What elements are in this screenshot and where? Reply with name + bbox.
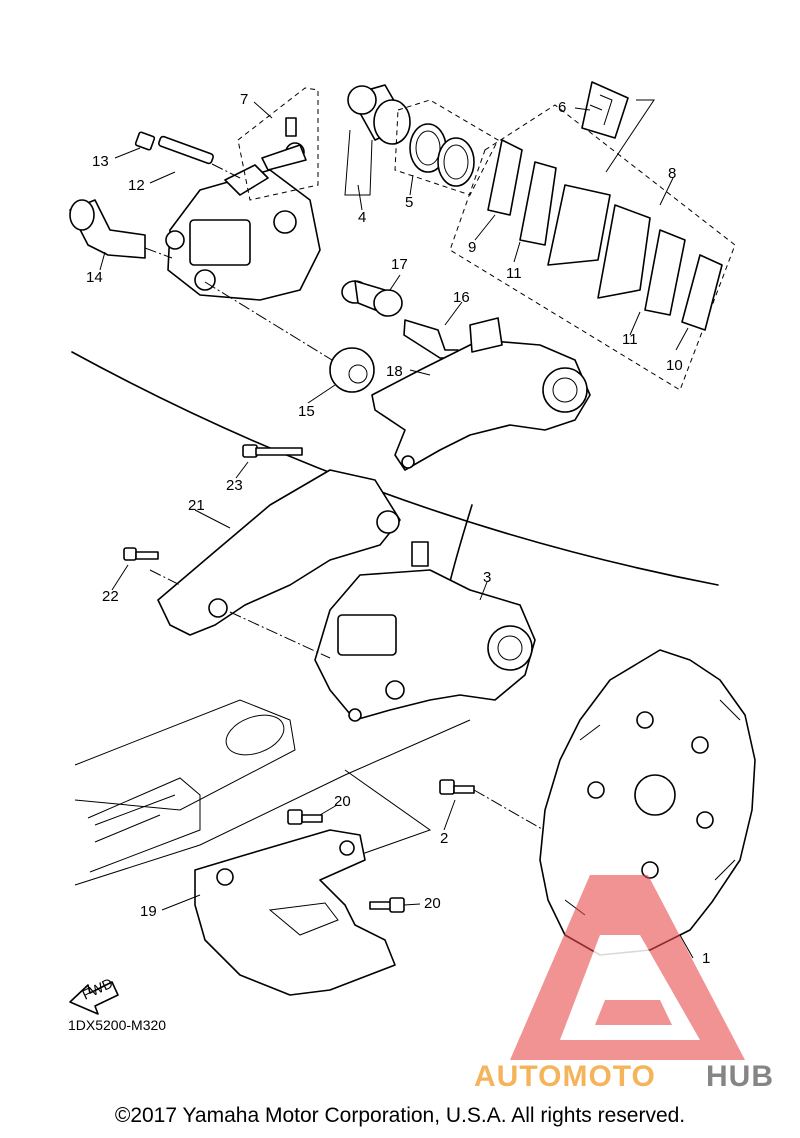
callout-15: 15: [298, 403, 315, 420]
callout-3: 3: [483, 569, 491, 586]
callout-5: 5: [405, 194, 413, 211]
bolt-20a: [287, 809, 323, 825]
bolt-23: [242, 444, 303, 458]
callout-13: 13: [92, 153, 109, 170]
group-bracket-leader: [447, 504, 473, 591]
callout-18: 18: [386, 363, 403, 380]
callout-1: 1: [702, 950, 710, 967]
bolt-20b: [369, 897, 405, 913]
caliper-exploded-group: [69, 81, 736, 591]
caliper-pin: [158, 135, 214, 165]
bolt-2: [439, 779, 475, 795]
callout-11a: 11: [506, 265, 522, 282]
fwd-arrow-icon: FWD: [69, 975, 119, 1015]
caliper-body-top: [165, 164, 321, 301]
seal-dashed-box: [394, 99, 499, 196]
piston-seals: [409, 123, 475, 187]
bleeder-dashed-box: [237, 87, 319, 201]
callout-8: 8: [668, 165, 676, 182]
callout-23: 23: [226, 477, 243, 494]
callout-6: 6: [558, 99, 566, 116]
callout-19: 19: [140, 903, 157, 920]
callout-20a: 20: [334, 793, 351, 810]
callout-11b: 11: [622, 331, 638, 348]
pad-shim-9: [487, 139, 523, 216]
copyright-notice: ©2017 Yamaha Motor Corporation, U.S.A. A…: [114, 1104, 686, 1127]
callout-22: 22: [102, 588, 119, 605]
pad-shim-10: [681, 254, 723, 331]
callout-9: 9: [468, 239, 476, 256]
callout-17: 17: [391, 256, 408, 273]
callout-labels: 1 2 3 4 5 6 7 8 9 10 11 11 12 13 14 15 1…: [86, 91, 710, 967]
slide-pin: [69, 199, 146, 259]
automotohub-logo: AUTOMOTO HUB: [474, 875, 774, 1093]
piston: [347, 84, 411, 145]
callout-20b: 20: [424, 895, 441, 912]
caliper-guard-bracket: [157, 469, 401, 636]
brake-pad-11b: [644, 229, 686, 316]
callout-12: 12: [128, 177, 145, 194]
callout-2: 2: [440, 830, 448, 847]
callout-14: 14: [86, 269, 103, 286]
brake-pad-11a: [519, 161, 557, 246]
group-bracket-line: [71, 351, 719, 586]
plug-screw: [134, 131, 156, 151]
logo-text-automoto: AUTOMOTO: [474, 1060, 656, 1093]
part-code: 1DX5200-M320: [68, 1017, 166, 1033]
callout-21: 21: [188, 497, 205, 514]
swingarm: [74, 699, 471, 886]
bushing: [341, 280, 403, 317]
callout-4: 4: [358, 209, 366, 226]
logo-text-hub: HUB: [706, 1060, 774, 1093]
pad-spring: [581, 81, 629, 139]
bleeder-screw: [261, 117, 307, 171]
callout-7: 7: [240, 91, 248, 108]
pad-backing-a: [547, 184, 611, 266]
boot: [329, 347, 375, 393]
bracket-bolt: [403, 319, 459, 359]
lower-assembly: FWD: [69, 444, 756, 1015]
callout-10: 10: [666, 357, 683, 374]
callout-16: 16: [453, 289, 470, 306]
bolt-22: [123, 547, 159, 561]
disc-guard: [194, 829, 396, 996]
leader-lines: [99, 101, 694, 959]
caliper-bracket-top: [371, 317, 591, 471]
caliper-assembly: [314, 541, 536, 722]
pad-backing-b: [597, 204, 651, 299]
